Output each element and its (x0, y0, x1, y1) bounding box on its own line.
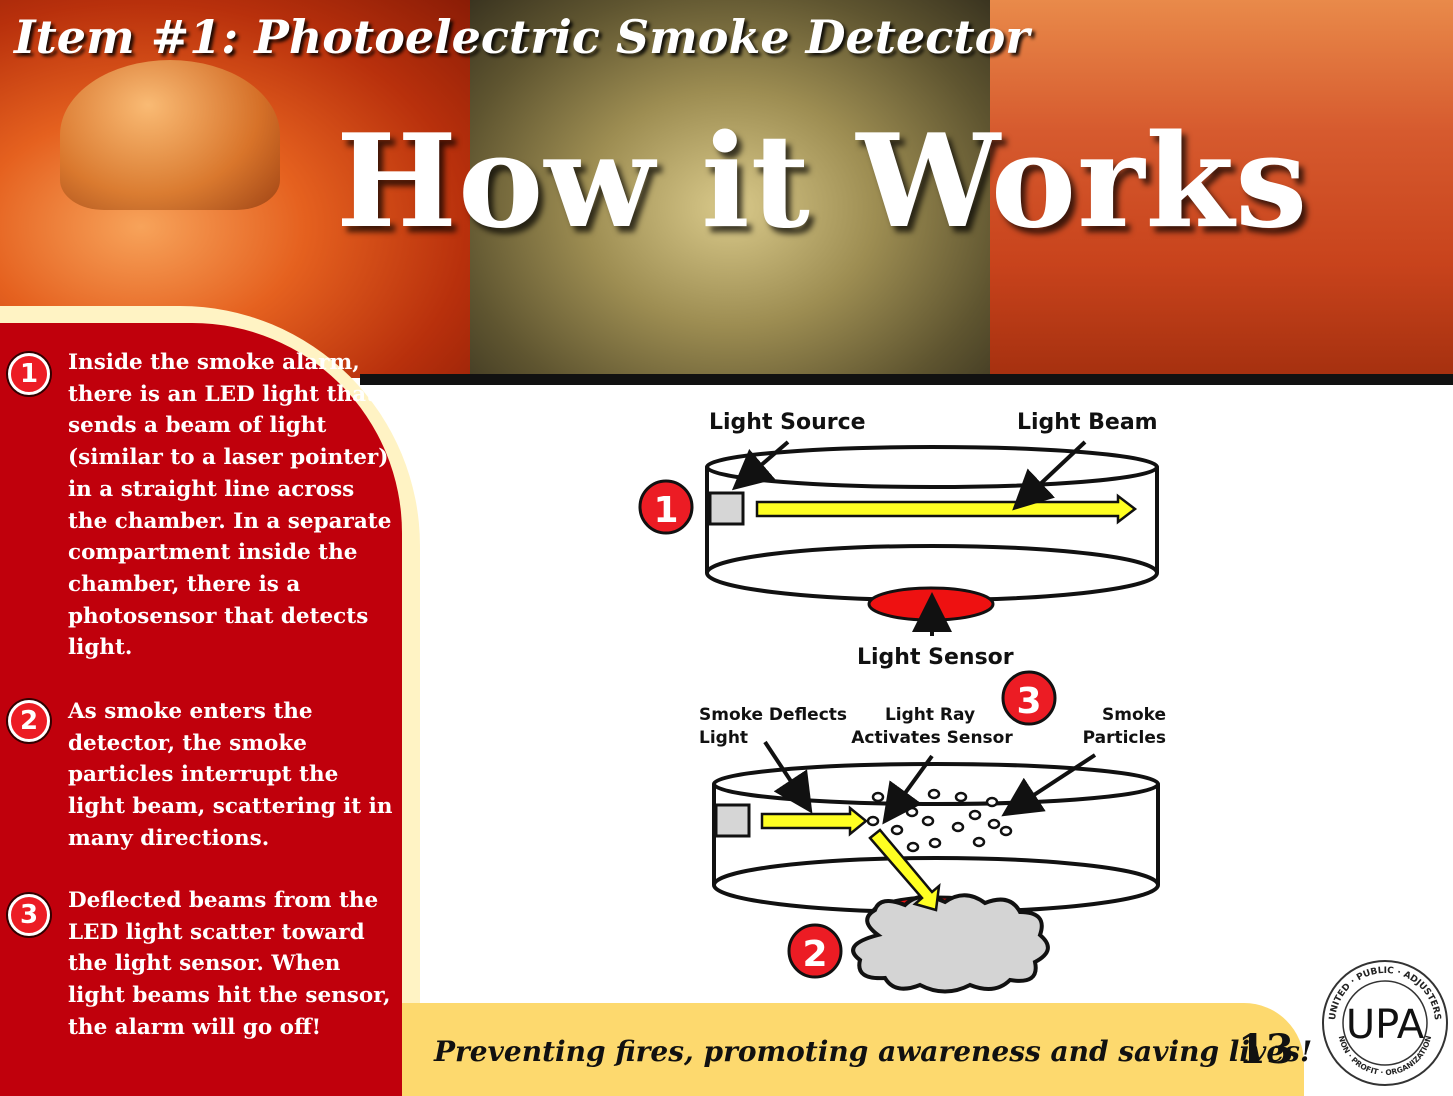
upa-logo: UNITED · PUBLIC · ADJUSTERS NON · PROFIT… (1322, 960, 1448, 1086)
label-smoke-deflects-line2: Light (699, 728, 748, 748)
label-smoke-particles-line2: Particles (1083, 728, 1166, 748)
activate-pointer (882, 754, 934, 825)
page-number: 13 (1238, 1026, 1294, 1073)
page-heading: How it Works (336, 107, 1309, 257)
label-light-ray-line2: Activates Sensor (851, 728, 1013, 748)
smoke-particles (866, 788, 1013, 853)
label-smoke-particles: Smoke (1102, 705, 1166, 725)
header-banner (0, 0, 1453, 378)
logo-inner-ring (1342, 980, 1428, 1066)
footer-tagline: Preventing fires, promoting awareness an… (434, 1035, 1313, 1068)
detector-bottom: Smoke Deflects Light Light Ray Activates… (699, 670, 1166, 994)
light-source-box (714, 803, 751, 838)
light-source-box (708, 491, 745, 526)
step-text: As smoke enters the detector, the smoke … (68, 699, 393, 851)
step-text: Deflected beams from the LED light scatt… (68, 888, 391, 1040)
left-panel (0, 323, 402, 1096)
badge-1: 1 (653, 490, 678, 531)
label-light-source: Light Source (709, 410, 866, 435)
detector-bottom-rim (705, 544, 1159, 602)
detector-bottom-rim (712, 856, 1160, 914)
light-beam-pointer (1012, 440, 1087, 511)
light-sensor-shape (867, 586, 995, 622)
badge-3-circle (1001, 670, 1057, 726)
helmet-shape (60, 60, 280, 210)
divider-bar (360, 374, 1453, 385)
label-light-ray: Light Ray (885, 705, 975, 725)
badge-2: 2 (802, 934, 827, 975)
step-text: Inside the smoke alarm, there is an LED … (68, 350, 392, 661)
detector-side-walls (712, 784, 1160, 885)
deflect-pointer (763, 740, 813, 814)
diagram-top-background (688, 395, 1170, 685)
detector-top-rim (705, 445, 1159, 489)
label-light-sensor: Light Sensor (857, 645, 1014, 670)
label-light-beam: Light Beam (1017, 410, 1158, 435)
light-sensor-shape (870, 895, 1002, 931)
light-beam-arrow (760, 805, 868, 837)
label-smoke-deflects: Smoke Deflects (699, 705, 847, 725)
step-number-badge: 3 (8, 894, 50, 936)
footer-bar (402, 1003, 1304, 1096)
step-number-badge: 2 (8, 700, 50, 742)
burning-building-photo (990, 0, 1453, 378)
badge-2-circle (787, 923, 843, 979)
light-source-pointer (731, 440, 790, 491)
item-title: Item #1: Photoelectric Smoke Detector (14, 10, 1030, 64)
particles-pointer (1001, 753, 1097, 817)
detector-side-walls (705, 467, 1159, 573)
badge-1-circle (638, 479, 694, 535)
smoke-cloud (851, 893, 1050, 994)
light-beam-arrow (755, 493, 1138, 525)
deflected-beam-arrow (868, 828, 941, 912)
step-number-badge: 1 (8, 353, 50, 395)
badge-3: 3 (1016, 681, 1041, 722)
detector-top: Light Source Light Beam Light Sensor 1 (638, 395, 1170, 685)
logo-text: UPA (1346, 1002, 1425, 1048)
detector-top-rim (712, 762, 1160, 806)
